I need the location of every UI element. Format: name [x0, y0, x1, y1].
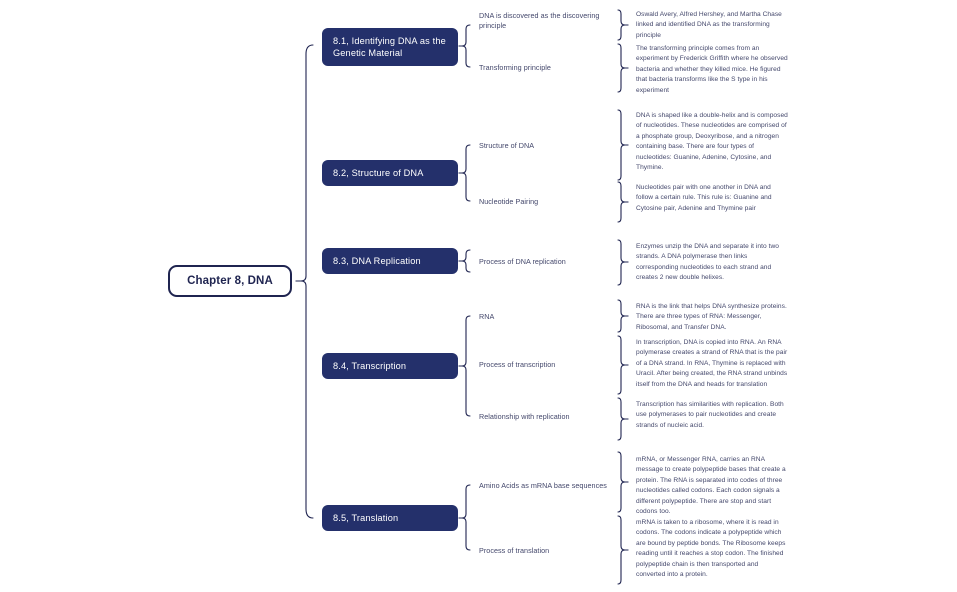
- detail-brace-5b-icon: [617, 261, 629, 286]
- detail-brace-1a-icon: [617, 9, 629, 26]
- section-node-8-4[interactable]: 8.4, Transcription: [322, 353, 458, 379]
- detail-brace-7b-icon: [617, 364, 629, 395]
- detail-brace-9a-icon: [617, 451, 629, 483]
- detail-brace-3b-icon: [617, 144, 629, 181]
- subtopic-label-8-3-1: Process of DNA replication: [479, 257, 566, 266]
- detail-text-8-5-1: mRNA, or Messenger RNA, carries an RNA m…: [636, 456, 786, 516]
- detail-brace-4a-icon: [617, 181, 629, 203]
- section-node-8-5[interactable]: 8.5, Translation: [322, 505, 458, 531]
- section-node-label: 8.4, Transcription: [333, 360, 407, 371]
- brace-8-4-bottom-icon: [458, 365, 471, 417]
- detail-brace-6a-icon: [617, 299, 629, 317]
- root-node-label: Chapter 8, DNA: [187, 275, 273, 287]
- subtopic-label-8-2-2: Nucleotide Pairing: [479, 197, 539, 206]
- brace-8-4-top-icon: [458, 315, 471, 367]
- section-node-label: 8.3, DNA Replication: [333, 255, 421, 266]
- brace-8-2-top-icon: [458, 144, 471, 174]
- section-node-8-3[interactable]: 8.3, DNA Replication: [322, 248, 458, 274]
- detail-text-8-2-1: DNA is shaped like a double-helix and is…: [636, 112, 788, 172]
- section-node-label: 8.1, Identifying DNA as the Genetic Mate…: [333, 35, 446, 58]
- subtopic-label-8-4-2: Process of transcription: [479, 360, 556, 369]
- brace-8-3-bottom-icon: [458, 260, 471, 273]
- detail-text-8-4-1: RNA is the link that helps DNA synthesiz…: [636, 303, 787, 331]
- detail-brace-2b-icon: [617, 67, 629, 93]
- detail-brace-7a-icon: [617, 335, 629, 366]
- detail-text-8-1-2: The transforming principle comes from an…: [636, 45, 788, 94]
- section-node-label: 8.2, Structure of DNA: [333, 167, 424, 178]
- detail-text-8-2-2: Nucleotides pair with one another in DNA…: [636, 184, 772, 212]
- detail-brace-3a-icon: [617, 109, 629, 146]
- detail-text-8-5-2: mRNA is taken to a ribosome, where it is…: [636, 519, 786, 579]
- root-node[interactable]: Chapter 8, DNA: [168, 265, 292, 297]
- detail-brace-4b-icon: [617, 201, 629, 223]
- detail-brace-6b-icon: [617, 315, 629, 333]
- brace-8-5-top-icon: [458, 484, 471, 519]
- subtopic-label-8-4-1: RNA: [479, 312, 495, 321]
- subtopic-label-8-5-1: Amino Acids as mRNA base sequences: [479, 481, 607, 490]
- detail-brace-1b-icon: [617, 24, 629, 41]
- brace-8-1-bottom-icon: [458, 45, 471, 68]
- section-node-8-1[interactable]: 8.1, Identifying DNA as the Genetic Mate…: [322, 28, 458, 66]
- subtopic-label-8-4-3: Relationship with replication: [479, 412, 570, 421]
- brace-8-3-top-icon: [458, 249, 471, 262]
- detail-text-8-3-1: Enzymes unzip the DNA and separate it in…: [636, 243, 779, 282]
- detail-brace-10a-icon: [617, 515, 629, 551]
- section-node-8-2[interactable]: 8.2, Structure of DNA: [322, 160, 458, 186]
- section-node-label: 8.5, Translation: [333, 512, 399, 523]
- detail-brace-10b-icon: [617, 549, 629, 585]
- detail-text-8-4-2: In transcription, DNA is copied into RNA…: [636, 339, 788, 388]
- brace-8-5-bottom-icon: [458, 517, 471, 551]
- detail-brace-9b-icon: [617, 481, 629, 513]
- root-brace-top-icon: [295, 44, 314, 282]
- subtopic-label-8-1-2: Transforming principle: [479, 63, 551, 72]
- subtopic-label-8-5-2: Process of translation: [479, 546, 550, 555]
- detail-brace-2a-icon: [617, 43, 629, 69]
- detail-brace-8a-icon: [617, 397, 629, 420]
- root-brace-bottom-icon: [295, 280, 314, 519]
- detail-brace-8b-icon: [617, 418, 629, 441]
- brace-8-1-top-icon: [458, 24, 471, 47]
- detail-text-8-4-3: Transcription has similarities with repl…: [636, 401, 784, 429]
- subtopic-label-8-2-1: Structure of DNA: [479, 141, 535, 150]
- detail-brace-5a-icon: [617, 239, 629, 263]
- brace-8-2-bottom-icon: [458, 172, 471, 202]
- detail-text-8-1-1: Oswald Avery, Alfred Hershey, and Martha…: [636, 11, 782, 39]
- subtopic-label-8-1-1: DNA is discovered as the discovering pri…: [479, 11, 600, 31]
